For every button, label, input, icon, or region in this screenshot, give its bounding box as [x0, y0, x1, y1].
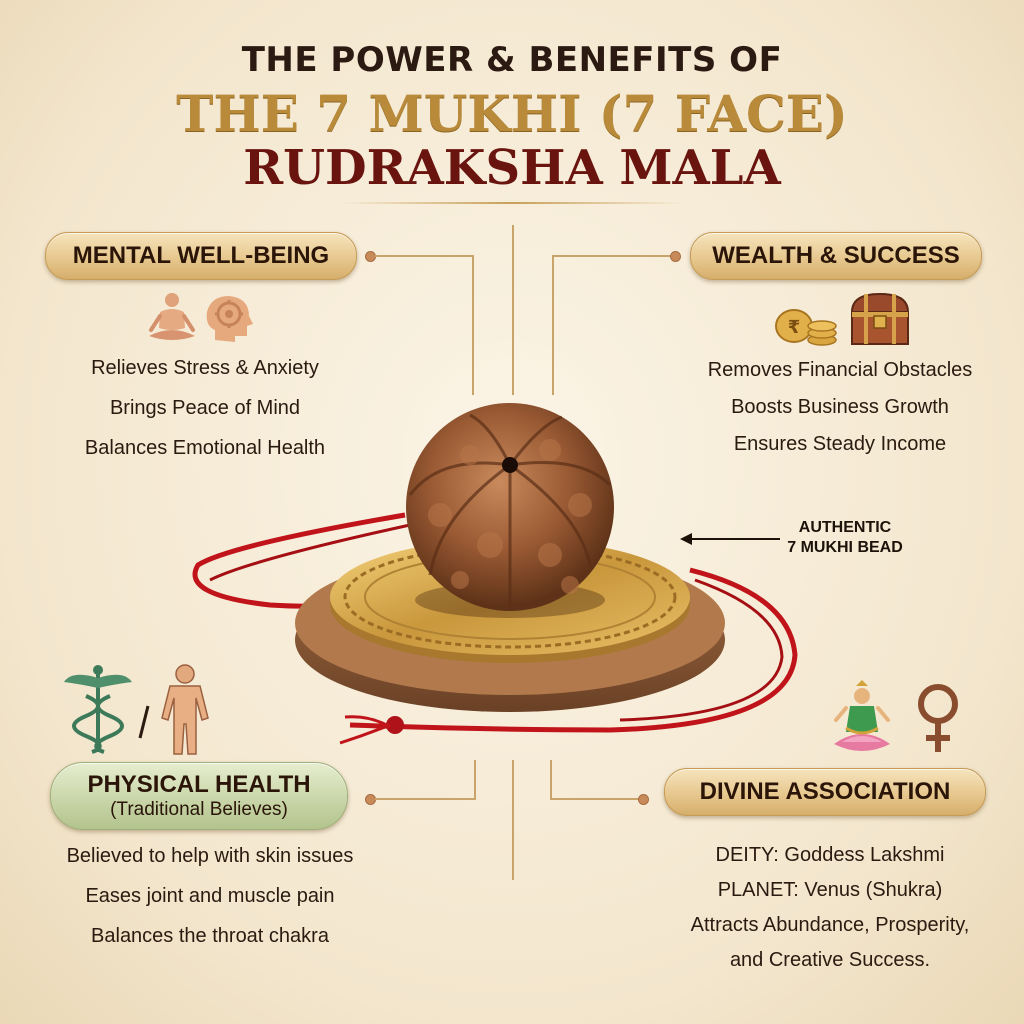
divine-title: DIVINE ASSOCIATION	[699, 778, 951, 805]
list-item: Boosts Business Growth	[731, 396, 949, 418]
divine-connector-h	[550, 798, 640, 800]
physical-health-badge: PHYSICAL HEALTH (Traditional Believes)	[50, 762, 348, 830]
list-item: Ensures Steady Income	[733, 433, 947, 455]
list-item: DEITY: Goddess Lakshmi	[715, 844, 945, 866]
wealth-title: WEALTH & SUCCESS	[712, 242, 960, 269]
mental-benefits-list: Relieves Stress & Anxiety Brings Peace o…	[40, 348, 370, 468]
divine-association-badge: DIVINE ASSOCIATION	[664, 768, 986, 816]
treasure-chest-icon	[850, 292, 910, 345]
rudraksha-bead-illustration	[192, 403, 798, 745]
callout-arrow-line	[690, 538, 780, 540]
mental-connector-v	[472, 255, 474, 395]
physical-connector-h	[375, 798, 475, 800]
callout-arrow-icon	[680, 533, 692, 545]
divine-connector-v	[550, 760, 552, 800]
title-line-1: THE POWER & BENEFITS OF	[241, 40, 783, 80]
brain-gear-icon	[206, 296, 253, 342]
center-bottom-line	[512, 760, 514, 880]
divine-benefits-list: DEITY: Goddess Lakshmi PLANET: Venus (Sh…	[650, 838, 1010, 978]
wealth-success-badge: WEALTH & SUCCESS	[690, 232, 982, 280]
callout-line-1: AUTHENTIC	[798, 519, 892, 536]
wealth-benefits-list: Removes Financial Obstacles Boosts Busin…	[670, 352, 1010, 463]
physical-title: PHYSICAL HEALTH	[87, 771, 311, 798]
wealth-connector-h	[552, 255, 672, 257]
callout-line-2: 7 MUKHI BEAD	[787, 539, 903, 556]
meditation-icon	[149, 293, 195, 340]
mental-icons	[149, 293, 253, 342]
caduceus-icon	[64, 665, 132, 754]
mental-connector-h	[375, 255, 473, 257]
divine-connector-dot	[638, 794, 649, 805]
venus-symbol-icon	[918, 684, 958, 752]
center-top-line	[512, 225, 514, 395]
physical-icons	[64, 664, 209, 755]
title-divider	[340, 202, 684, 204]
svg-text:₹: ₹	[788, 317, 801, 338]
list-item: Attracts Abundance, Prosperity,	[690, 914, 970, 936]
physical-connector-v	[474, 760, 476, 800]
coins-icon: ₹	[775, 309, 837, 346]
red-thread-right	[349, 567, 798, 733]
list-item: Brings Peace of Mind	[109, 397, 301, 419]
list-item: Balances the throat chakra	[91, 925, 329, 947]
physical-subtitle: (Traditional Believes)	[110, 799, 288, 820]
list-item: Balances Emotional Health	[84, 437, 326, 459]
divine-icons	[834, 680, 958, 752]
separator-slash-icon	[138, 705, 150, 739]
lakshmi-icon	[834, 680, 890, 751]
wealth-connector-v	[552, 255, 554, 395]
list-item: and Creative Success.	[729, 949, 931, 971]
title-line-3: RUDRAKSHA MALA	[243, 140, 781, 196]
authentic-bead-callout: AUTHENTIC 7 MUKHI BEAD	[770, 518, 920, 558]
list-item: Eases joint and muscle pain	[85, 885, 335, 907]
list-item: Believed to help with skin issues	[66, 845, 354, 867]
mental-well-being-badge: MENTAL WELL-BEING	[45, 232, 357, 280]
list-item: Relieves Stress & Anxiety	[91, 357, 319, 379]
title-line-2: THE 7 MUKHI (7 FACE)	[176, 84, 848, 143]
human-body-icon	[161, 664, 209, 755]
wealth-icons: ₹	[775, 292, 910, 346]
list-item: Removes Financial Obstacles	[707, 359, 973, 381]
wealth-connector-dot	[670, 251, 681, 262]
list-item: PLANET: Venus (Shukra)	[717, 879, 943, 901]
physical-benefits-list: Believed to help with skin issues Eases …	[30, 836, 390, 956]
mental-title: MENTAL WELL-BEING	[72, 242, 330, 269]
